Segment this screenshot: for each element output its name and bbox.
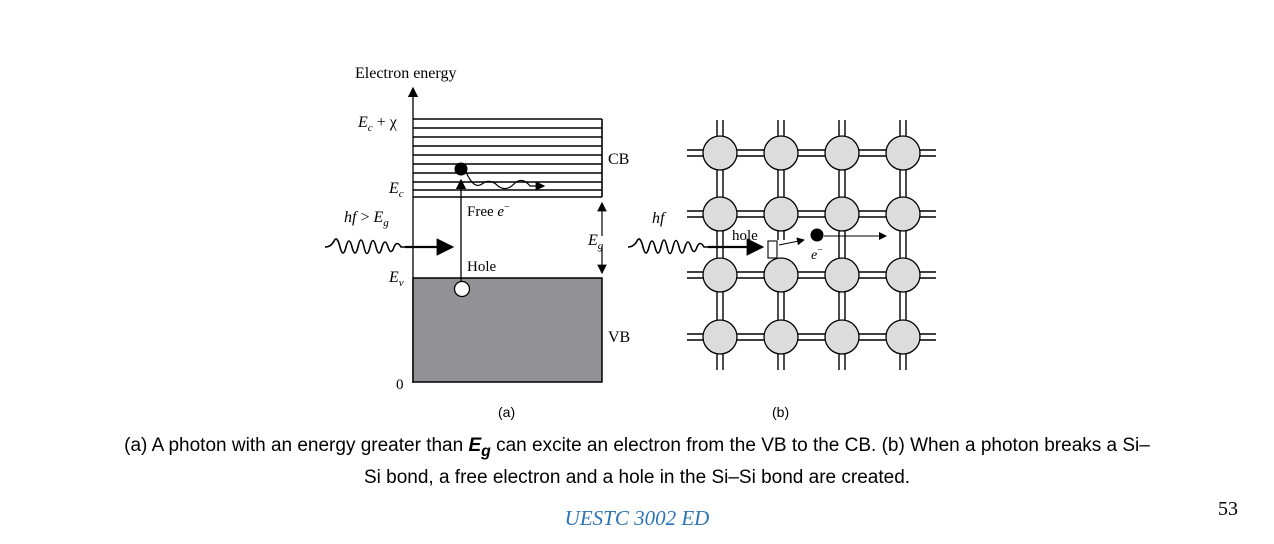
- figure-caption: (a) A photon with an energy greater than…: [0, 433, 1274, 491]
- conduction-band: [413, 118, 603, 198]
- panel-a-label: (a): [498, 404, 515, 420]
- caption-eg-sub: g: [481, 442, 491, 460]
- hole-label-a: Hole: [467, 259, 497, 275]
- page-number: 53: [1218, 498, 1238, 520]
- caption-line-2: Si bond, a free electron and a hole in t…: [363, 466, 911, 488]
- energy-axis-label: Electron energy: [355, 65, 456, 82]
- photon-wave-b: [627, 238, 710, 255]
- level-ec-chi: Ec + χ: [357, 114, 398, 134]
- caption-text-1a: (a) A photon with an energy greater than: [124, 435, 469, 456]
- hole-to-electron-arrow: [778, 237, 805, 246]
- cb-label: CB: [608, 151, 629, 168]
- photon-label-a: hf > Eg: [344, 209, 389, 229]
- valence-band: [412, 277, 603, 383]
- electron-path-a: [465, 171, 546, 191]
- hole-box: [767, 240, 778, 259]
- photon-wave-a: [324, 238, 407, 255]
- panel-a: Electron energy CB VB Ec + χ Ec Ev 0 hf …: [324, 65, 630, 420]
- vb-label: VB: [608, 329, 630, 346]
- panel-b: hf hole e− (b): [627, 120, 936, 420]
- si-atoms: [702, 135, 921, 355]
- electron-dot-a: [454, 162, 468, 176]
- electron-dot-b: [810, 228, 824, 242]
- level-ec: Ec: [388, 180, 404, 200]
- caption-eg: E: [468, 435, 482, 456]
- electron-label-b: e−: [811, 245, 823, 263]
- diagram-canvas: Electron energy CB VB Ec + χ Ec Ev 0 hf …: [324, 65, 936, 420]
- hole-label-b: hole: [732, 228, 758, 244]
- zero-label: 0: [396, 377, 404, 393]
- panel-b-label: (b): [772, 404, 789, 420]
- free-electron-label: Free e−: [467, 202, 510, 220]
- hole-circle-a: [453, 280, 471, 298]
- caption-text-1b: can excite an electron from the VB to th…: [490, 435, 1150, 456]
- gap-label: Eg: [587, 232, 604, 252]
- caption-line-1: (a) A photon with an energy greater than…: [0, 433, 1274, 465]
- photon-label-b: hf: [652, 210, 667, 227]
- footer-course-code: UESTC 3002 ED: [564, 506, 710, 530]
- level-ev: Ev: [388, 269, 404, 289]
